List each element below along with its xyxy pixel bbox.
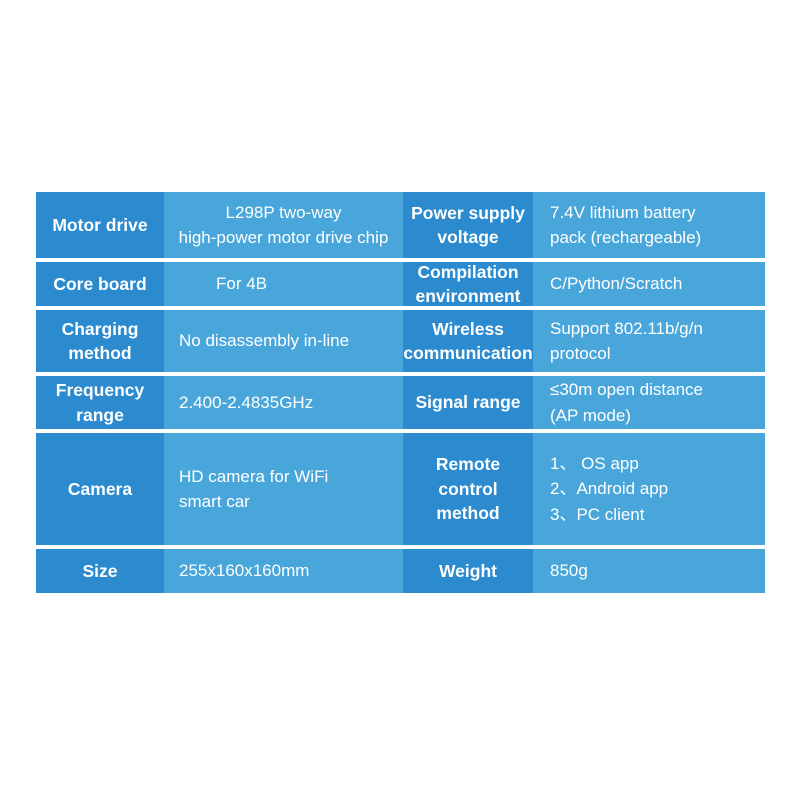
list-item: 3、PC client [550,504,645,524]
label-size: Size [36,549,164,593]
value-remote-control-method: 1、 OS app 2、Android app 3、PC client [533,433,765,545]
list-item: 2、Android app [550,479,669,499]
table-row-motor-power: Motor drive L298P two-way high-power mot… [36,192,765,258]
value-signal-range: ≤30m open distance (AP mode) [533,376,765,429]
table-row-charging-wireless: Charging method No disassembly in-line W… [36,310,765,372]
table-row-board-compilation: Core board For 4B Compilation environmen… [36,262,765,306]
value-frequency-range: 2.400-2.4835GHz [164,376,403,429]
value-motor-drive: L298P two-way high-power motor drive chi… [164,192,403,258]
label-compilation-environment: Compilation environment [403,262,533,306]
value-charging-method: No disassembly in-line [164,310,403,372]
value-power-supply-voltage: 7.4V lithium battery pack (rechargeable) [533,192,765,258]
label-motor-drive: Motor drive [36,192,164,258]
table-row-frequency-signal: Frequency range 2.400-2.4835GHz Signal r… [36,376,765,429]
value-size: 255x160x160mm [164,549,403,593]
label-wireless-communication: Wireless communication [403,310,533,372]
label-camera: Camera [36,433,164,545]
label-weight: Weight [403,549,533,593]
label-frequency-range: Frequency range [36,376,164,429]
label-signal-range: Signal range [403,376,533,429]
table-row-camera-remote: Camera HD camera for WiFi smart car Remo… [36,433,765,545]
value-weight: 850g [533,549,765,593]
value-wireless-communication: Support 802.11b/g/n protocol [533,310,765,372]
label-remote-control-method: Remote control method [403,433,533,545]
table-row-size-weight: Size 255x160x160mm Weight 850g [36,549,765,593]
list-item: 1、 OS app [550,453,639,473]
value-core-board: For 4B [164,262,403,306]
spec-table: Motor drive L298P two-way high-power mot… [36,192,765,593]
label-core-board: Core board [36,262,164,306]
label-power-supply-voltage: Power supply voltage [403,192,533,258]
label-charging-method: Charging method [36,310,164,372]
value-compilation-environment: C/Python/Scratch [533,262,765,306]
value-camera: HD camera for WiFi smart car [164,433,403,545]
